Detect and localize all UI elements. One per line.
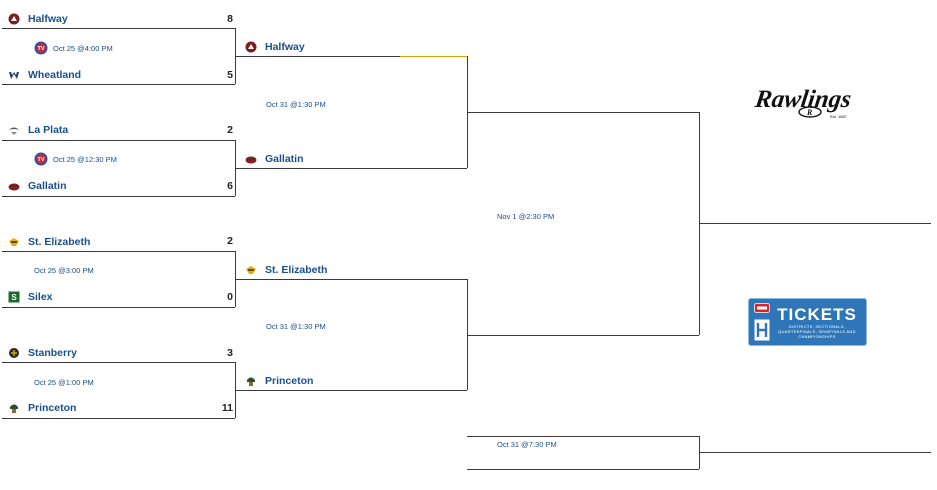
game-time[interactable]: Oct 25 @3:00 PM [34, 263, 94, 277]
silex-logo-icon: S [8, 291, 20, 303]
team-score: 11 [221, 402, 233, 414]
team-score: 5 [227, 69, 233, 81]
bracket-line [467, 469, 699, 470]
team-stanberry[interactable]: Stanberry [8, 345, 77, 361]
team-name: St. Elizabeth [28, 236, 91, 248]
team-score: 2 [227, 235, 233, 247]
team-name: Halfway [28, 13, 68, 25]
bracket-line [2, 28, 235, 29]
bracket-line [235, 56, 467, 57]
game-date: Oct 25 @1:00 PM [34, 377, 94, 387]
game-date: Oct 25 @12:30 PM [53, 154, 117, 164]
tickets-title: TICKETS [777, 304, 857, 324]
bracket-line [2, 84, 235, 85]
princeton-logo-icon [8, 402, 20, 414]
bracket-line [2, 140, 235, 141]
stanberry-logo-icon [8, 347, 20, 359]
team-name: St. Elizabeth [265, 264, 328, 276]
team-name: Silex [28, 291, 53, 303]
tickets-button[interactable]: TICKETS DISTRICTS, SECTIONALS, QUARTERFI… [748, 298, 867, 346]
svg-text:TV: TV [37, 46, 44, 52]
team-st-elizabeth[interactable]: St. Elizabeth [245, 262, 327, 278]
game-date: Oct 25 @4:00 PM [53, 43, 113, 53]
team-score: 3 [227, 347, 233, 359]
team-name: Gallatin [28, 180, 67, 192]
team-silex[interactable]: S Silex [8, 289, 53, 305]
team-name: Wheatland [28, 69, 82, 81]
team-princeton[interactable]: Princeton [245, 373, 313, 389]
bracket-line [2, 251, 235, 252]
halfway-logo-icon [8, 13, 20, 25]
bracket-line [467, 335, 699, 336]
bracket-line [467, 436, 699, 437]
game-date: Oct 31 @1:30 PM [266, 321, 326, 331]
team-name: Halfway [265, 41, 305, 53]
svg-text:S: S [11, 293, 17, 302]
team-la-plata[interactable]: La Plata [8, 122, 68, 138]
team-princeton[interactable]: Princeton [8, 400, 76, 416]
bracket-line [699, 223, 931, 224]
tv-broadcast-icon: TV [34, 41, 48, 55]
game-time[interactable]: TV Oct 25 @4:00 PM [34, 41, 113, 55]
team-st-elizabeth[interactable]: St. Elizabeth [8, 234, 90, 250]
gallatin-logo-icon [245, 153, 257, 165]
game-time[interactable]: TV Oct 25 @12:30 PM [34, 152, 117, 166]
team-name: La Plata [28, 124, 69, 136]
team-gallatin[interactable]: Gallatin [8, 178, 67, 194]
team-score: 0 [227, 291, 233, 303]
bracket-line [2, 362, 235, 363]
game-time[interactable]: Oct 31 @1:30 PM [266, 97, 326, 111]
team-score: 6 [227, 180, 233, 192]
team-name: Princeton [265, 375, 314, 387]
st-elizabeth-logo-icon [245, 264, 257, 276]
game-time[interactable]: Oct 31 @7:30 PM [497, 437, 557, 451]
game-date: Nov 1 @2:30 PM [497, 211, 555, 221]
game-time[interactable]: Oct 31 @1:30 PM [266, 319, 326, 333]
ticket-icon [754, 303, 770, 341]
la-plata-logo-icon [8, 124, 20, 136]
bracket-line [2, 196, 235, 197]
team-score: 8 [227, 13, 233, 25]
bracket-line [2, 307, 235, 308]
rawlings-est-text: Est. 1887 [830, 114, 848, 119]
game-date: Oct 31 @7:30 PM [497, 439, 557, 449]
team-name: Gallatin [265, 153, 304, 165]
bracket-line-accent [400, 56, 467, 57]
game-time[interactable]: Oct 25 @1:00 PM [34, 375, 94, 389]
svg-text:TV: TV [37, 157, 44, 163]
bracket-line [235, 390, 467, 391]
bracket-line [699, 452, 931, 453]
team-halfway[interactable]: Halfway [8, 11, 68, 27]
team-name: Stanberry [28, 347, 78, 359]
game-time[interactable]: Nov 1 @2:30 PM [497, 209, 554, 223]
team-name: Princeton [28, 402, 77, 414]
tv-broadcast-icon: TV [34, 152, 48, 166]
team-wheatland[interactable]: Wheatland [8, 67, 81, 83]
game-date: Oct 25 @3:00 PM [34, 265, 94, 275]
team-score: 2 [227, 124, 233, 136]
bracket-line [2, 418, 235, 419]
bracket-line [467, 279, 468, 390]
halfway-logo-icon [245, 41, 257, 53]
game-date: Oct 31 @1:30 PM [266, 99, 326, 109]
gallatin-logo-icon [8, 180, 20, 192]
svg-text:R: R [806, 108, 813, 117]
wheatland-logo-icon [8, 69, 20, 81]
bracket-line [235, 168, 467, 169]
tickets-subtitle: DISTRICTS, SECTIONALS, QUARTERFINALS, SE… [778, 323, 856, 339]
rawlings-logo[interactable]: Rawlings R Est. 1887 [752, 80, 870, 126]
bracket-line [235, 279, 467, 280]
princeton-logo-icon [245, 375, 257, 387]
team-halfway[interactable]: Halfway [245, 39, 305, 55]
st-elizabeth-logo-icon [8, 236, 20, 248]
team-gallatin[interactable]: Gallatin [245, 151, 304, 167]
bracket-line [467, 112, 699, 113]
